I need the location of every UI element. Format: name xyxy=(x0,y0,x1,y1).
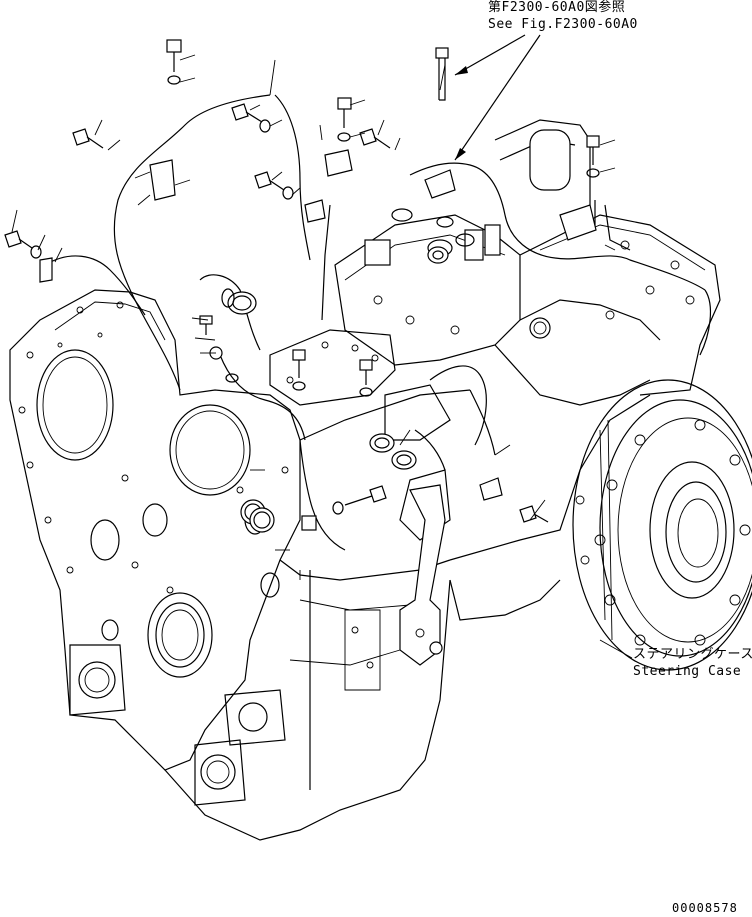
leader-lines xyxy=(11,34,633,659)
bolt-13 xyxy=(344,485,387,506)
bolt-11 xyxy=(359,359,373,385)
bolt-3 xyxy=(337,97,352,128)
washer-4 xyxy=(586,168,600,178)
drawing-number: 00008578 xyxy=(672,901,738,915)
steering-case-label-jp: ステアリングケース xyxy=(633,647,752,662)
washer-5 xyxy=(259,119,271,133)
connector-valve-2 xyxy=(391,450,417,470)
connector-top-block xyxy=(427,246,449,264)
washer-3 xyxy=(337,132,351,142)
washer-1 xyxy=(167,75,181,85)
bolt-10 xyxy=(292,349,306,378)
bolt-4 xyxy=(586,135,600,165)
transmission-case-body xyxy=(164,208,521,841)
bolt-7 xyxy=(359,128,391,149)
bolt-5 xyxy=(231,103,263,123)
connectors xyxy=(39,149,597,533)
transmission-front-housing xyxy=(9,289,301,806)
connector-rear-upper xyxy=(221,288,257,315)
bolt-2 xyxy=(435,47,449,101)
o-ring-pair xyxy=(225,373,239,383)
steering-case-drum xyxy=(572,379,752,671)
washer-11 xyxy=(359,387,373,397)
mounting-bracket xyxy=(399,484,446,666)
rear-transmission-housing xyxy=(449,119,721,621)
washer-13 xyxy=(332,501,344,515)
bolt-8 xyxy=(254,171,285,191)
figure-reference-en: See Fig.F2300-60A0 xyxy=(488,17,638,32)
bolt-9 xyxy=(4,230,33,249)
bolt-1 xyxy=(166,39,182,72)
bolt-6 xyxy=(72,128,104,149)
plug-lower xyxy=(301,515,317,531)
washer-9 xyxy=(30,245,42,259)
washer-8 xyxy=(282,186,294,200)
steering-case-label-en: Steering Case xyxy=(633,664,742,679)
wiring-harness xyxy=(44,94,711,551)
connector-valve-1 xyxy=(369,433,395,453)
washer-10 xyxy=(292,381,306,391)
figure-reference-jp: 第F2300-60A0図参照 xyxy=(488,0,626,15)
